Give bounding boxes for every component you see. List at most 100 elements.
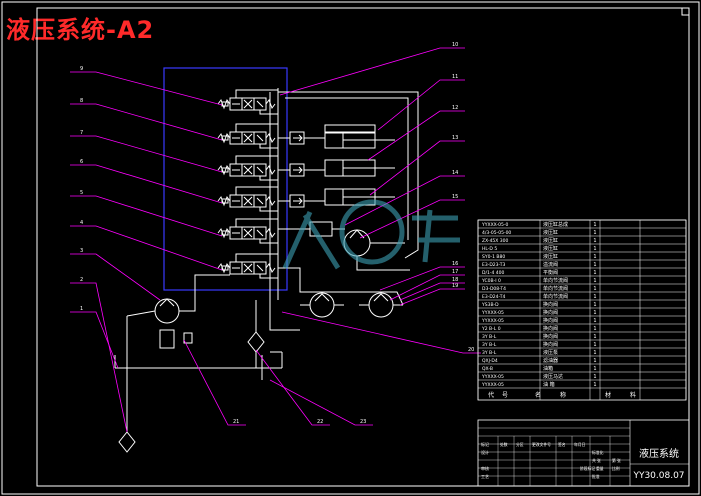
- callout-label: 9: [80, 66, 83, 72]
- title-block-cell: 共 张: [592, 458, 601, 463]
- pipe-line: [259, 207, 278, 212]
- callout-label: 6: [80, 159, 83, 165]
- callout-label: 22: [317, 419, 323, 425]
- bom-qty: 1: [593, 238, 596, 244]
- bom-qty: 1: [593, 350, 596, 356]
- pipe-line: [259, 110, 278, 115]
- hydraulic-pump: [154, 298, 180, 324]
- bom-name: 液压缸: [543, 229, 558, 236]
- callout-label: 14: [452, 170, 458, 176]
- motor-arrow: [373, 293, 389, 302]
- hydraulic-cylinder: [324, 124, 376, 134]
- bom-code: HL-D 5: [482, 246, 497, 252]
- valve-arrow: [232, 166, 264, 174]
- callout-label: 11: [452, 74, 458, 80]
- valve-cross: [243, 133, 253, 143]
- bom-code: 3Y B-L: [482, 342, 497, 348]
- cylinder-piston-rod: [342, 132, 395, 148]
- pipe-line: [269, 302, 300, 331]
- valve-cross: [243, 228, 253, 238]
- pipe-line: [259, 239, 278, 244]
- valve-group-boundary: [163, 67, 288, 291]
- valve-actuator: [221, 265, 229, 271]
- throttle-symbol: [293, 197, 303, 205]
- pipe-line: [259, 176, 278, 181]
- schematic: [114, 88, 419, 453]
- leader-line: [70, 135, 223, 173]
- valve-arrow: [232, 264, 264, 272]
- title-block-cell: 重量: [596, 466, 604, 471]
- callout-label: 16: [452, 261, 458, 267]
- bom-code: Y2 B-L 0: [481, 326, 501, 332]
- bom-code: E3-D24-T4: [482, 294, 505, 300]
- pipe-line: [179, 274, 230, 312]
- callout-label: 13: [452, 135, 458, 141]
- leader-line: [389, 274, 465, 301]
- bom-qty: 1: [593, 310, 596, 316]
- oil-tank: [114, 352, 283, 369]
- bom-qty: 1: [593, 262, 596, 268]
- leader-line: [70, 195, 223, 237]
- valve-arrow: [232, 134, 264, 142]
- bom-name: 溢流阀: [543, 261, 558, 268]
- leader-line: [279, 47, 465, 96]
- title-block: 处数分区更改文件号签名年月日标准化批准共 张第 张阶段标记重量比例标记设计审核工…: [477, 419, 690, 487]
- pipe-line: [278, 267, 404, 306]
- bom-code: YYXXX-05: [481, 318, 504, 324]
- title-block-cell: 更改文件号: [532, 442, 551, 447]
- bom-qty: 1: [593, 286, 596, 292]
- callout-label: 18: [452, 277, 458, 283]
- title-block-cell: 签名: [558, 442, 566, 447]
- leader-line: [70, 164, 223, 204]
- bom-code: YYXXX-05: [481, 382, 504, 388]
- bom-code: 3Y B-L: [482, 334, 497, 340]
- bom-qty: 1: [593, 302, 596, 308]
- bom-name: 液压缸: [543, 245, 558, 252]
- watermark-stroke: [282, 210, 341, 270]
- bom-name: 油箱: [543, 365, 553, 372]
- bom-name: 平衡阀: [543, 269, 558, 276]
- bom-code: ZX-45X 300: [482, 238, 509, 244]
- valve-arrow: [232, 197, 264, 205]
- bom-name: 单向节流阀: [543, 293, 568, 300]
- leader-line: [70, 103, 223, 141]
- bom-name: 换向阀: [543, 301, 558, 308]
- leader-line: [255, 349, 330, 426]
- callout-label: 7: [80, 130, 83, 136]
- bom-name: 换向阀: [543, 341, 558, 348]
- valve-actuator: [221, 230, 229, 236]
- bom-name: 液压缸: [543, 253, 558, 260]
- pipe-line: [235, 155, 278, 164]
- bom-qty: 1: [593, 334, 596, 340]
- leader-line: [359, 199, 465, 239]
- pressure-gauge: [183, 332, 193, 344]
- pipe-line: [356, 242, 410, 271]
- bom-name: 单向节流阀: [543, 277, 568, 284]
- leader-line: [183, 339, 246, 426]
- valve-actuator: [221, 167, 229, 173]
- bom-qty: 1: [593, 318, 596, 324]
- drawing-number: YY30.08.07: [632, 471, 684, 481]
- cylinder-piston-rod: [342, 160, 395, 176]
- bom-qty: 1: [593, 278, 596, 284]
- pipe-line: [235, 253, 278, 262]
- valve-actuator: [221, 135, 229, 141]
- hydraulic-motor: [368, 292, 394, 318]
- title-block-cell: 标准化: [592, 450, 604, 455]
- bom-qty: 1: [593, 326, 596, 332]
- title-block-row-label: 标记: [481, 441, 489, 447]
- valve-cross: [243, 196, 253, 206]
- watermark-stroke: [412, 209, 460, 263]
- bom-code: YS3B-D: [481, 302, 499, 308]
- bom-name: 液压马达: [543, 373, 563, 380]
- bom-qty: 1: [593, 294, 596, 300]
- leader-lines: [70, 47, 481, 433]
- throttle-symbol: [293, 166, 303, 174]
- pipe-line: [278, 91, 419, 259]
- bom-code: D/1-4 400: [482, 270, 504, 276]
- watermark-circle: [339, 199, 405, 265]
- bom-frame: [477, 219, 687, 401]
- valve-cross: [243, 165, 253, 175]
